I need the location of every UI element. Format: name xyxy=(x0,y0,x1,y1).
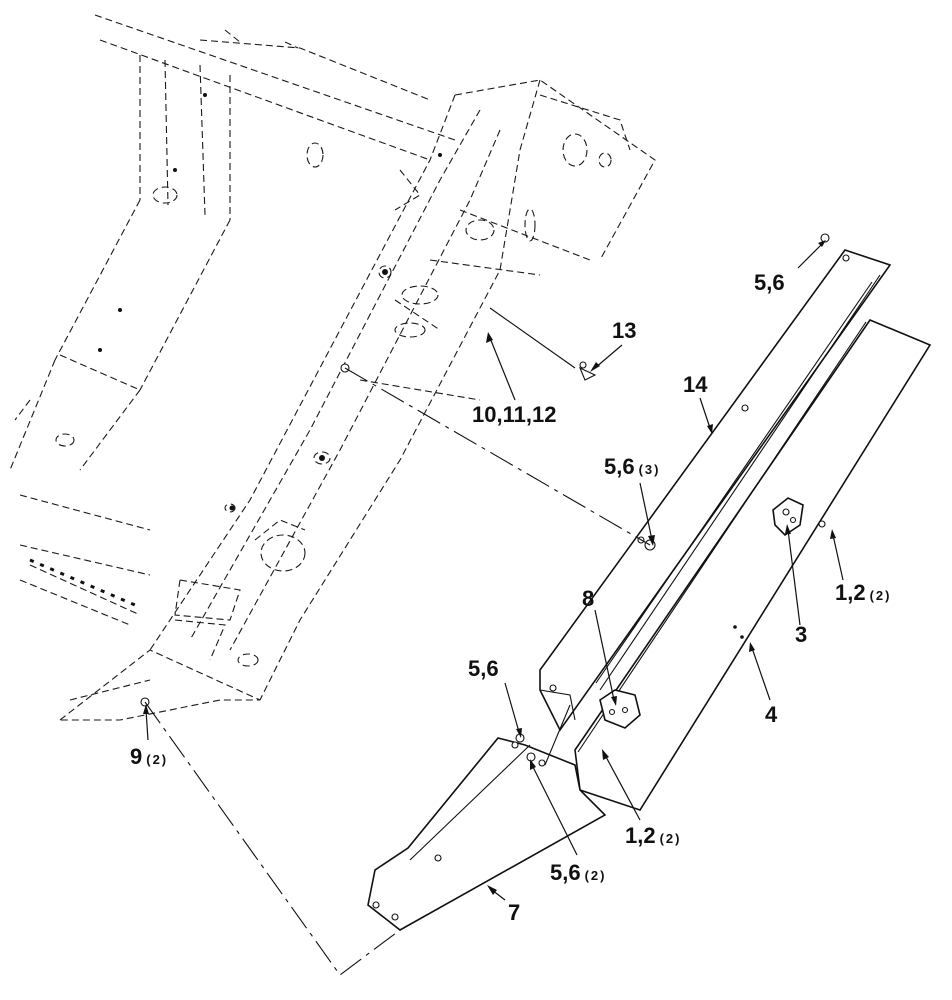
callout-1-2-low: 1,2(2) xyxy=(625,823,681,848)
callout-3: 3 xyxy=(795,622,807,647)
leader-lines xyxy=(143,240,844,901)
callout-5-6-mid: 5,6 xyxy=(468,656,499,681)
hardware xyxy=(140,233,830,767)
callout-13: 13 xyxy=(612,318,636,343)
callout-4: 4 xyxy=(765,702,778,727)
callout-5-6-top: 5,6 xyxy=(754,270,785,295)
callout-5-6-qty-2: 5,6(2) xyxy=(550,860,606,885)
callout-10-11-12: 10,11,12 xyxy=(472,402,556,427)
shield-panel-7 xyxy=(367,737,607,931)
latch-part-3 xyxy=(772,497,826,537)
callout-14: 14 xyxy=(683,372,708,397)
shield-panel-4 xyxy=(574,319,932,811)
callout-5-6-qty-3: 5,6(3) xyxy=(604,454,660,479)
shield-panel-14 xyxy=(539,249,892,732)
alignment-lines xyxy=(144,307,651,976)
callout-9-qty-2: 9(2) xyxy=(130,744,168,769)
callout-labels: 5,6 13 14 10,11,12 5,6(3) 1,2(2) 8 3 4 5… xyxy=(130,270,891,925)
frame-structure xyxy=(9,14,656,721)
callout-7: 7 xyxy=(508,900,520,925)
callout-1-2-right: 1,2(2) xyxy=(835,580,891,605)
callout-8: 8 xyxy=(582,586,594,611)
latch-part-8 xyxy=(599,689,641,729)
